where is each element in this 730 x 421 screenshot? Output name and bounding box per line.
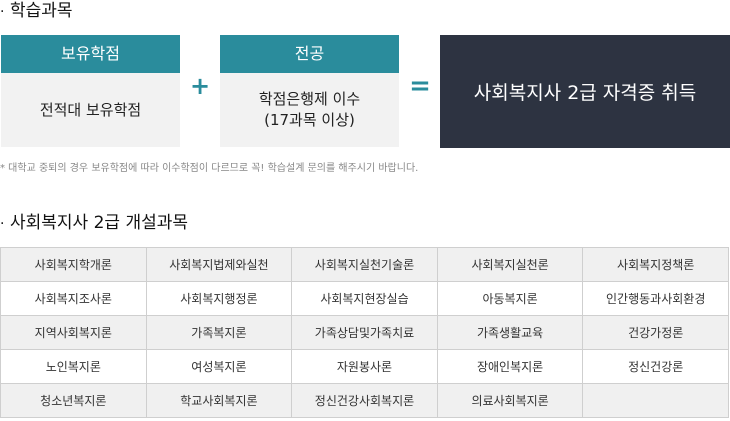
table-row: 사회복지조사론 사회복지행정론 사회복지현장실습 아동복지론 인간행동과사회환경 [0, 281, 729, 316]
course-cell: 의료사회복지론 [436, 383, 584, 418]
result-box: 사회복지사 2급 자격증 취득 [440, 35, 730, 148]
course-cell: 아동복지론 [436, 281, 584, 316]
course-cell: 사회복지조사론 [0, 281, 147, 316]
course-cell: 장애인복지론 [436, 349, 584, 384]
course-cell: 지역사회복지론 [0, 315, 147, 350]
course-cell: 정신건강사회복지론 [291, 383, 438, 418]
equals-icon: = [409, 71, 431, 101]
section-title-courses: · 학습과목 [0, 1, 73, 22]
major-body: 학점은행제 이수 (17과목 이상) [220, 73, 399, 147]
course-cell: 건강가정론 [582, 315, 729, 350]
course-cell: 인간행동과사회환경 [582, 281, 729, 316]
course-cell: 노인복지론 [0, 349, 147, 384]
result-text: 사회복지사 2급 자격증 취득 [473, 82, 697, 104]
section-title-offered-courses: · 사회복지사 2급 개설과목 [0, 213, 188, 234]
plus-icon: + [189, 72, 211, 100]
held-credits-box: 보유학점 전적대 보유학점 [1, 35, 180, 147]
course-cell: 여성복지론 [145, 349, 293, 384]
course-cell: 사회복지실천론 [436, 247, 584, 282]
held-credits-header: 보유학점 [1, 35, 180, 73]
course-cell: 정신건강론 [582, 349, 729, 384]
course-cell: 가족상담및가족치료 [291, 315, 438, 350]
course-cell: 사회복지법제와실천 [145, 247, 293, 282]
table-row: 노인복지론 여성복지론 자원봉사론 장애인복지론 정신건강론 [0, 349, 729, 384]
empty-cell [582, 383, 729, 418]
major-body-line1: 학점은행제 이수 [258, 90, 361, 108]
course-cell: 사회복지학개론 [0, 247, 147, 282]
bullet-dot: · [0, 4, 5, 20]
major-box: 전공 학점은행제 이수 (17과목 이상) [220, 35, 399, 147]
course-cell: 청소년복지론 [0, 383, 147, 418]
course-cell: 학교사회복지론 [145, 383, 293, 418]
table-row: 사회복지학개론 사회복지법제와실천 사회복지실천기술론 사회복지실천론 사회복지… [0, 247, 729, 282]
course-cell: 사회복지정책론 [582, 247, 729, 282]
held-credits-text: 전적대 보유학점 [39, 100, 142, 119]
table-row: 청소년복지론 학교사회복지론 정신건강사회복지론 의료사회복지론 [0, 383, 729, 418]
held-credits-body: 전적대 보유학점 [1, 73, 180, 147]
course-table: 사회복지학개론 사회복지법제와실천 사회복지실천기술론 사회복지실천론 사회복지… [0, 247, 729, 418]
course-cell: 가족복지론 [145, 315, 293, 350]
course-cell: 사회복지행정론 [145, 281, 293, 316]
section-title-text: 사회복지사 2급 개설과목 [10, 213, 189, 233]
table-row: 지역사회복지론 가족복지론 가족상담및가족치료 가족생활교육 건강가정론 [0, 315, 729, 350]
footnote: * 대학교 중퇴의 경우 보유학점에 따라 이수학점이 다르므로 꼭! 학습설계… [0, 163, 419, 174]
major-body-line2: (17과목 이상) [264, 111, 355, 129]
course-cell: 사회복지현장실습 [291, 281, 438, 316]
course-cell: 자원봉사론 [291, 349, 438, 384]
section-title-text: 학습과목 [10, 1, 73, 21]
major-header: 전공 [220, 35, 399, 73]
course-cell: 가족생활교육 [436, 315, 584, 350]
bullet-dot: · [0, 216, 5, 232]
course-cell: 사회복지실천기술론 [291, 247, 438, 282]
